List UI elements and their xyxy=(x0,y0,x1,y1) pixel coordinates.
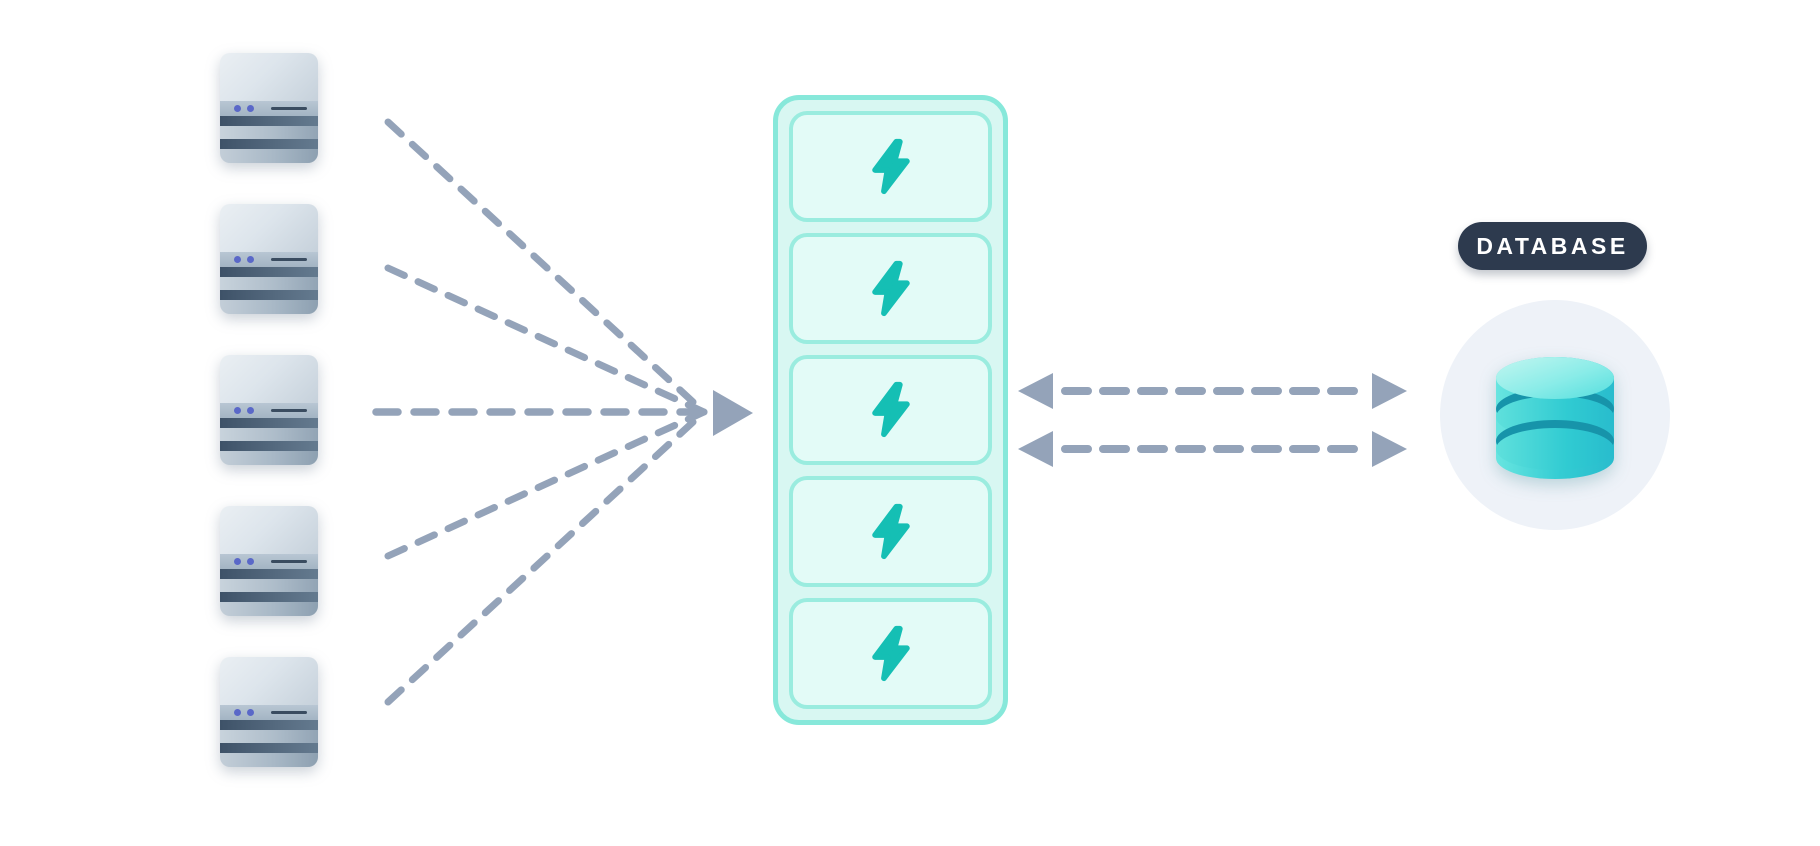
server-top-panel xyxy=(220,53,318,101)
server-stripe xyxy=(220,277,318,290)
server-stripe xyxy=(220,579,318,592)
rack-server-icon xyxy=(220,657,318,767)
connection-pool-slot xyxy=(789,111,992,222)
server-stripe xyxy=(220,441,318,451)
rack-server-icon xyxy=(220,204,318,314)
server-stripe xyxy=(220,267,318,277)
server-base xyxy=(220,300,318,314)
server-led-icon xyxy=(247,105,254,112)
server-top-panel xyxy=(220,204,318,252)
connection-pool-slot xyxy=(789,476,992,588)
server-top-panel xyxy=(220,657,318,705)
server-drive-slot xyxy=(271,560,307,563)
server-stripe xyxy=(220,569,318,579)
pool-db-link-1 xyxy=(1018,373,1407,409)
rack-server-icon xyxy=(220,355,318,465)
rack-server-icon xyxy=(220,53,318,163)
connection-pool xyxy=(773,95,1008,725)
server-led-band xyxy=(220,101,318,116)
server-column xyxy=(220,53,318,767)
link-server-4 xyxy=(384,408,708,560)
server-led-icon xyxy=(247,709,254,716)
database-circle xyxy=(1440,300,1670,530)
server-led-band xyxy=(220,403,318,418)
lightning-bolt-icon xyxy=(871,625,910,682)
connection-pool-slot xyxy=(789,598,992,709)
server-led-icon xyxy=(234,709,241,716)
right-arrowhead-icon xyxy=(1372,373,1407,409)
server-led-band xyxy=(220,705,318,720)
server-led-icon xyxy=(247,558,254,565)
server-stripe xyxy=(220,418,318,428)
server-base xyxy=(220,451,318,465)
pool-db-link-2 xyxy=(1018,431,1407,467)
link-server-5 xyxy=(384,408,708,706)
link-server-2 xyxy=(384,264,708,416)
server-stripe xyxy=(220,720,318,730)
server-stripe xyxy=(220,126,318,139)
server-led-icon xyxy=(234,256,241,263)
server-led-icon xyxy=(234,558,241,565)
link-server-1 xyxy=(384,118,708,416)
server-led-icon xyxy=(247,256,254,263)
merge-arrowhead-icon xyxy=(713,390,753,436)
server-led-band xyxy=(220,252,318,267)
server-drive-slot xyxy=(271,107,307,110)
left-arrowhead-icon xyxy=(1018,431,1053,467)
server-base xyxy=(220,753,318,767)
server-top-panel xyxy=(220,506,318,554)
server-stripe xyxy=(220,743,318,753)
server-stripe xyxy=(220,290,318,300)
connection-pool-slot xyxy=(789,232,992,344)
server-led-icon xyxy=(247,407,254,414)
left-arrowhead-icon xyxy=(1018,373,1053,409)
server-led-icon xyxy=(234,105,241,112)
cylinder-disc xyxy=(1496,428,1614,470)
lightning-bolt-icon xyxy=(871,382,910,438)
server-top-panel xyxy=(220,355,318,403)
server-base xyxy=(220,602,318,616)
server-base xyxy=(220,149,318,163)
server-stripe xyxy=(220,428,318,441)
server-stripe xyxy=(220,139,318,149)
rack-server-icon xyxy=(220,506,318,616)
cylinder-top xyxy=(1496,357,1614,399)
server-drive-slot xyxy=(271,711,307,714)
lightning-bolt-icon xyxy=(871,260,910,316)
connection-pool-slot xyxy=(789,354,992,466)
server-stripe xyxy=(220,592,318,602)
server-stripe xyxy=(220,730,318,743)
database-label: DATABASE xyxy=(1458,222,1647,270)
lightning-bolt-icon xyxy=(871,504,910,560)
server-led-band xyxy=(220,554,318,569)
database-cylinder-icon xyxy=(1496,357,1614,479)
server-drive-slot xyxy=(271,409,307,412)
lightning-bolt-icon xyxy=(871,138,910,194)
right-arrowhead-icon xyxy=(1372,431,1407,467)
server-drive-slot xyxy=(271,258,307,261)
server-led-icon xyxy=(234,407,241,414)
server-stripe xyxy=(220,116,318,126)
